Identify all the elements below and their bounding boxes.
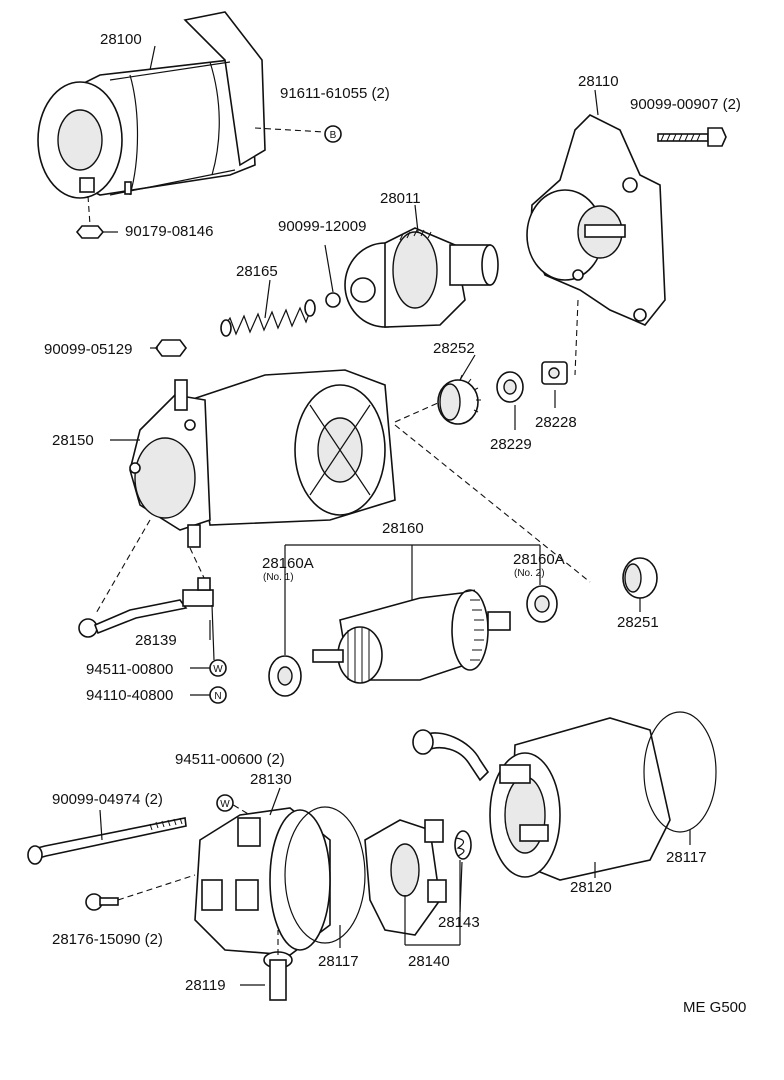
label-28143: 28143 bbox=[438, 914, 480, 931]
label-28011: 28011 bbox=[380, 190, 421, 207]
marker-b bbox=[324, 125, 342, 143]
marker-n-text: N bbox=[214, 691, 221, 702]
label-28110: 28110 bbox=[578, 73, 619, 90]
label-28252: 28252 bbox=[433, 340, 475, 357]
label-28150: 28150 bbox=[52, 432, 94, 449]
label-28140: 28140 bbox=[408, 953, 450, 970]
label-28251: 28251 bbox=[617, 614, 659, 631]
label-28160a-no1-sub: (No. 1) bbox=[263, 572, 294, 583]
leader-28176 bbox=[117, 874, 196, 901]
o-ring-28117-right bbox=[643, 711, 717, 833]
marker-b-text: B bbox=[330, 130, 337, 141]
retainer-28228 bbox=[541, 361, 568, 385]
magnetic-switch-drawing bbox=[412, 717, 671, 881]
starter-clutch-drawing bbox=[344, 227, 499, 328]
drive-housing-drawing bbox=[526, 114, 666, 326]
screw-28119 bbox=[263, 930, 293, 1001]
label-28100: 28100 bbox=[100, 31, 142, 48]
gear-28251 bbox=[622, 557, 658, 599]
label-90099-04974: 90099-04974 (2) bbox=[52, 791, 163, 808]
label-91611-61055: 91611-61055 (2) bbox=[280, 85, 390, 102]
o-ring-28117-left bbox=[284, 806, 366, 944]
label-94511-00600: 94511-00600 (2) bbox=[175, 751, 285, 768]
ball-90099-12009 bbox=[325, 292, 341, 308]
label-94110-40800: 94110-40800 bbox=[86, 687, 173, 704]
bearing-28160a-no2 bbox=[526, 585, 558, 623]
bearing-28229 bbox=[496, 371, 524, 403]
label-28160: 28160 bbox=[382, 520, 424, 537]
label-28139: 28139 bbox=[135, 632, 177, 649]
label-90099-05129: 90099-05129 bbox=[44, 341, 132, 358]
starter-assembly-drawing bbox=[37, 11, 266, 199]
label-90099-12009: 90099-12009 bbox=[278, 218, 366, 235]
end-frame-drawing bbox=[194, 807, 331, 956]
label-28160a-no2-sub: (No. 2) bbox=[514, 568, 545, 579]
marker-w2-text: W bbox=[220, 799, 230, 810]
leader-housing bbox=[574, 299, 579, 376]
leader-28252 bbox=[394, 401, 441, 423]
label-28119: 28119 bbox=[185, 977, 226, 994]
leader-28251 bbox=[394, 424, 591, 583]
leader-91611 bbox=[254, 127, 326, 133]
label-28228: 28228 bbox=[535, 414, 577, 431]
nut-90179 bbox=[75, 225, 105, 239]
screw-28176 bbox=[85, 893, 119, 911]
brush-holder-drawing bbox=[364, 819, 447, 936]
label-28117-left: 28117 bbox=[318, 953, 359, 970]
gear-28252 bbox=[437, 374, 481, 425]
spring-28165 bbox=[220, 299, 316, 337]
bolt-90099-00907 bbox=[657, 127, 727, 147]
bearing-28160a-no1 bbox=[268, 655, 302, 697]
marker-w2 bbox=[216, 794, 234, 812]
diagram-code: ME G500 bbox=[683, 999, 746, 1016]
label-28117-right: 28117 bbox=[666, 849, 707, 866]
label-90179-08146: 90179-08146 bbox=[125, 223, 213, 240]
spring-28143 bbox=[454, 830, 472, 860]
label-28165: 28165 bbox=[236, 263, 278, 280]
label-28160a-no1: 28160A bbox=[262, 555, 314, 572]
lead-wire-28139 bbox=[78, 519, 215, 661]
armature-drawing bbox=[312, 589, 511, 684]
label-28160a-no2: 28160A bbox=[513, 551, 565, 568]
label-28120: 28120 bbox=[570, 879, 612, 896]
field-frame-drawing bbox=[129, 369, 396, 548]
bolt-90099-05129 bbox=[155, 339, 187, 357]
label-28229: 28229 bbox=[490, 436, 532, 453]
label-90099-00907: 90099-00907 (2) bbox=[630, 96, 741, 113]
through-bolt-90099-04974 bbox=[27, 817, 187, 865]
label-28130: 28130 bbox=[250, 771, 292, 788]
leader-nut bbox=[87, 195, 91, 226]
marker-w1-text: W bbox=[213, 664, 223, 675]
label-94511-00800: 94511-00800 bbox=[86, 661, 173, 678]
label-28176-15090: 28176-15090 (2) bbox=[52, 931, 163, 948]
